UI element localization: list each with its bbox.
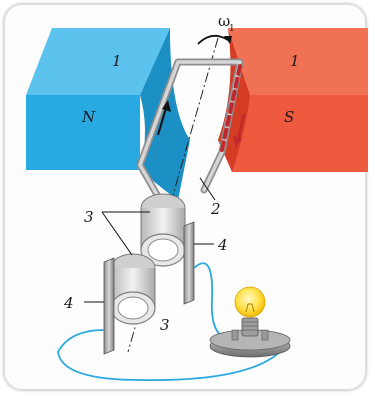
frame-label-leader (199, 177, 216, 201)
south-magnet-top (228, 28, 368, 95)
current-arrow-right (233, 113, 246, 148)
frame-segment-red (220, 64, 242, 152)
north-pole-label: N (81, 108, 96, 126)
south-magnet-front (232, 95, 368, 172)
connecting-wire-right (193, 262, 233, 341)
ring-label-bottom: 3 (160, 316, 170, 334)
slip-ring-upper (140, 193, 186, 267)
lamp-socket (241, 317, 259, 337)
omega-label: ω (218, 12, 230, 30)
ring-label-top: 3 (84, 208, 94, 226)
south-magnet (218, 28, 368, 172)
brush-label-right: 4 (217, 236, 228, 254)
magnet-right-number: 1 (290, 52, 300, 70)
north-magnet-top (26, 28, 170, 95)
wire-frame (136, 58, 244, 204)
omega-subscript: 1 (229, 24, 235, 34)
light-bulb-icon (209, 286, 291, 358)
frame-label: 2 (210, 200, 221, 218)
brush-left (103, 257, 115, 355)
magnet-left-number: 1 (112, 52, 122, 70)
rotation-arrow-icon (197, 34, 232, 45)
connecting-wire-left (57, 329, 283, 382)
lamp-bulb (234, 286, 266, 318)
south-pole-label: S (284, 108, 294, 126)
north-magnet-front (26, 95, 140, 170)
slip-ring-lower (110, 253, 156, 325)
ring-leader-b (101, 211, 133, 256)
current-arrow-left (157, 100, 171, 136)
brush-right (183, 221, 195, 305)
brush-label-left: 4 (63, 294, 74, 312)
north-magnet (26, 28, 190, 200)
